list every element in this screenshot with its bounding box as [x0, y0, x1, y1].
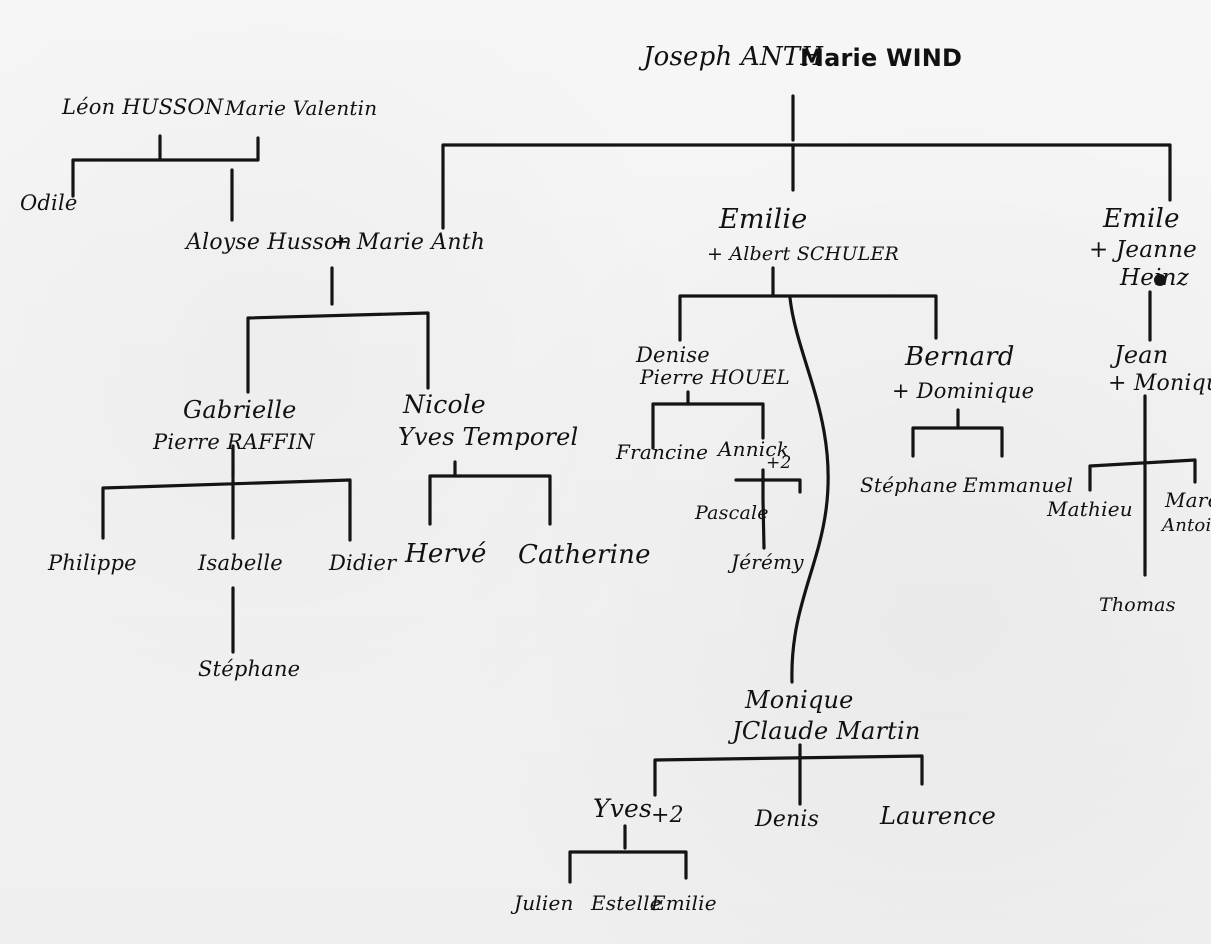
- nicole-name: Nicole: [403, 390, 486, 419]
- root-spouse-name: Marie WIND: [800, 44, 963, 72]
- jean-child-3: Thomas: [1099, 594, 1176, 616]
- emile-name: Emile: [1103, 204, 1180, 234]
- root-person-name: Joseph ANTH: [643, 42, 824, 72]
- gabrielle-child-1: Philippe: [48, 551, 137, 575]
- monique-child-2: Denis: [755, 807, 820, 832]
- monique-name: Monique: [745, 686, 854, 714]
- nicole-child-1: Hervé: [405, 539, 487, 569]
- jean-child-1: Mathieu: [1047, 497, 1133, 521]
- isabelle-child: Stéphane: [198, 657, 301, 681]
- denise-spouse: Pierre HOUEL: [640, 365, 790, 389]
- gabrielle-child-2: Isabelle: [198, 551, 283, 575]
- ink-blot-icon: [1154, 274, 1166, 286]
- marie-couple-name-2: + Marie Anth: [331, 230, 486, 255]
- monique-child-1-note: +2: [651, 803, 684, 828]
- yves-child-2: Estelle: [591, 891, 662, 915]
- jean-child-2-line-2: Antoine: [1162, 515, 1211, 536]
- jean-child-2-line-1: Marc: [1165, 488, 1211, 512]
- gabrielle-child-3: Didier: [329, 551, 397, 575]
- nicole-spouse: Yves Temporel: [398, 423, 579, 451]
- yves-child-1: Julien: [514, 891, 574, 915]
- gabrielle-name: Gabrielle: [183, 396, 297, 424]
- nicole-child-2: Catherine: [518, 540, 651, 570]
- husson-mother: Marie Valentin: [225, 96, 378, 120]
- monique-child-1: Yves: [593, 794, 653, 823]
- emile-spouse-line-1: + Jeanne: [1089, 237, 1197, 263]
- bernard-child-2: Emmanuel: [963, 473, 1074, 497]
- jeremy-name: Jérémy: [731, 550, 804, 574]
- annick-name: Annick: [718, 437, 790, 461]
- bernard-spouse: + Dominique: [892, 379, 1035, 403]
- jean-spouse: + Monique: [1108, 371, 1211, 396]
- francine-name: Francine: [616, 440, 709, 464]
- emilie-spouse: + Albert SCHULER: [707, 243, 900, 265]
- emilie-name: Emilie: [719, 204, 808, 235]
- husson-father: Léon HUSSON: [62, 95, 224, 119]
- husson-child: Odile: [20, 191, 78, 215]
- monique-spouse: JClaude Martin: [732, 717, 921, 745]
- gabrielle-spouse: Pierre RAFFIN: [153, 430, 315, 454]
- denise-name: Denise: [636, 343, 710, 367]
- jean-name: Jean: [1114, 341, 1169, 369]
- marie-couple-name-1: Aloyse Husson: [186, 230, 352, 255]
- monique-child-3: Laurence: [880, 802, 997, 830]
- yves-child-3: Emilie: [651, 891, 717, 915]
- bernard-child-1: Stéphane: [860, 473, 958, 497]
- annick-note: +2: [766, 453, 792, 473]
- pascale-name: Pascale: [695, 502, 769, 524]
- bernard-name: Bernard: [905, 342, 1015, 372]
